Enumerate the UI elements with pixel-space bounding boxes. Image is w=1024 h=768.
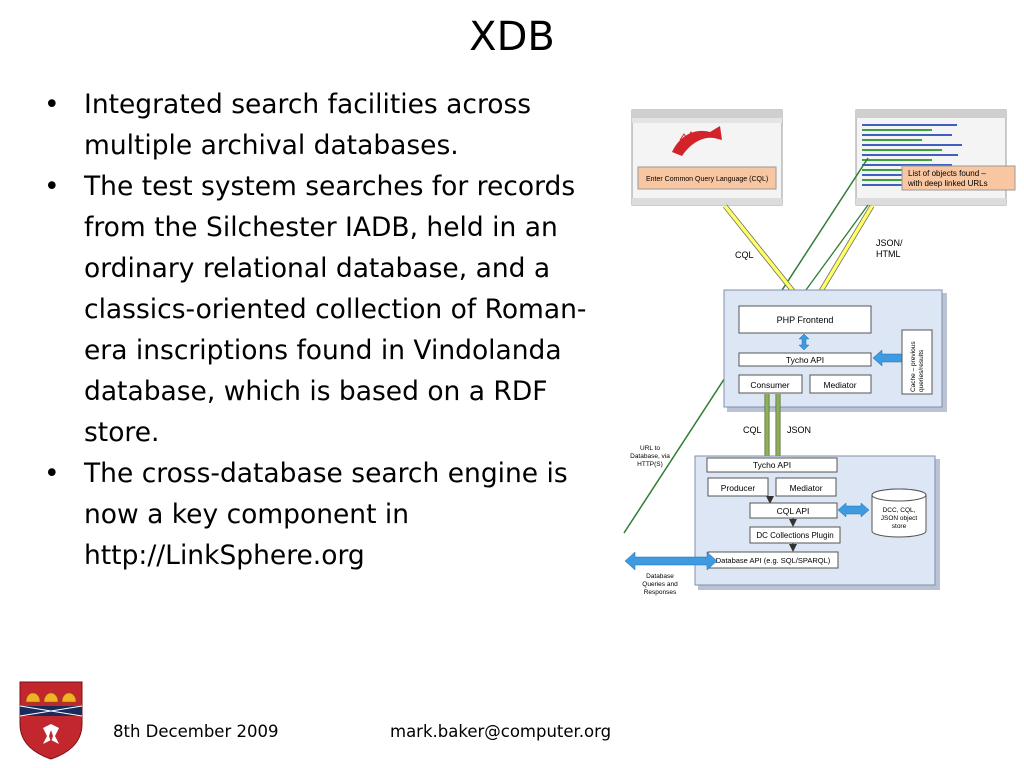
db-queries-label-3: Responses: [644, 589, 677, 596]
cql-input-label: Enter Common Query Language (CQL): [646, 176, 768, 183]
bullet-list: •Integrated search facilities across mul…: [40, 84, 615, 576]
mediator-top-label: Mediator: [823, 380, 856, 390]
store-label-2: JSON object: [881, 515, 918, 522]
bullet-dot-icon: •: [44, 89, 60, 120]
consumer-label: Consumer: [750, 380, 789, 390]
results-box-line-1: List of objects found –: [908, 169, 986, 178]
json-arrow: [810, 205, 874, 307]
tycho-api-bottom-label: Tycho API: [753, 460, 791, 470]
slide-title: XDB: [469, 14, 555, 60]
store-label-1: DCC, CQL,: [883, 507, 916, 514]
mediator-bottom-label: Mediator: [789, 483, 822, 493]
footer-date: 8th December 2009: [113, 722, 279, 741]
bullet-dot-icon: •: [44, 458, 60, 489]
bullet-item: •Integrated search facilities across mul…: [40, 84, 615, 166]
architecture-diagram: Enter Common Query Language (CQL) List o…: [623, 109, 1016, 596]
cache-label-2: queries/results: [918, 349, 925, 392]
db-queries-label-1: Database: [646, 573, 674, 580]
footer-email: mark.baker@computer.org: [390, 722, 612, 741]
json-mid-label: JSON: [787, 425, 811, 435]
bullet-item: •The test system searches for records fr…: [40, 166, 615, 453]
url-label-2: Database, via: [630, 453, 670, 460]
results-page-screenshot: List of objects found – with deep linked…: [855, 109, 1016, 206]
json-html-label-2: HTML: [876, 249, 901, 259]
university-crest-icon: [19, 681, 83, 760]
json-html-label-1: JSON/: [876, 238, 903, 248]
url-label-3: HTTP(S): [637, 461, 663, 468]
cql-arrow: [723, 204, 807, 308]
bullet-dot-icon: •: [44, 171, 60, 202]
dc-plugin-label: DC Collections Plugin: [756, 531, 833, 540]
db-queries-arrow: [624, 551, 718, 571]
cql-mid-label: CQL: [743, 425, 762, 435]
results-box-line-2: with deep linked URLs: [907, 179, 988, 188]
url-label-1: URL to: [640, 445, 660, 452]
php-frontend-label: PHP Frontend: [777, 315, 834, 325]
bullet-item: •The cross-database search engine is now…: [40, 453, 615, 576]
cache-label-1: Cache – previous: [910, 341, 917, 392]
db-queries-label-2: Queries and: [642, 581, 678, 588]
db-api-label: Database API (e.g. SQL/SPARQL): [716, 556, 831, 565]
search-page-screenshot: Enter Common Query Language (CQL): [631, 109, 783, 206]
store-label-3: store: [892, 523, 907, 530]
cql-label: CQL: [735, 250, 754, 260]
cql-api-label: CQL API: [777, 506, 810, 516]
producer-label: Producer: [721, 483, 756, 493]
frontend-panel: PHP Frontend Tycho API Consumer Mediator…: [723, 289, 947, 412]
backend-panel: Tycho API Producer Mediator CQL API DCC,…: [694, 455, 940, 590]
tycho-api-top-label: Tycho API: [786, 355, 824, 365]
